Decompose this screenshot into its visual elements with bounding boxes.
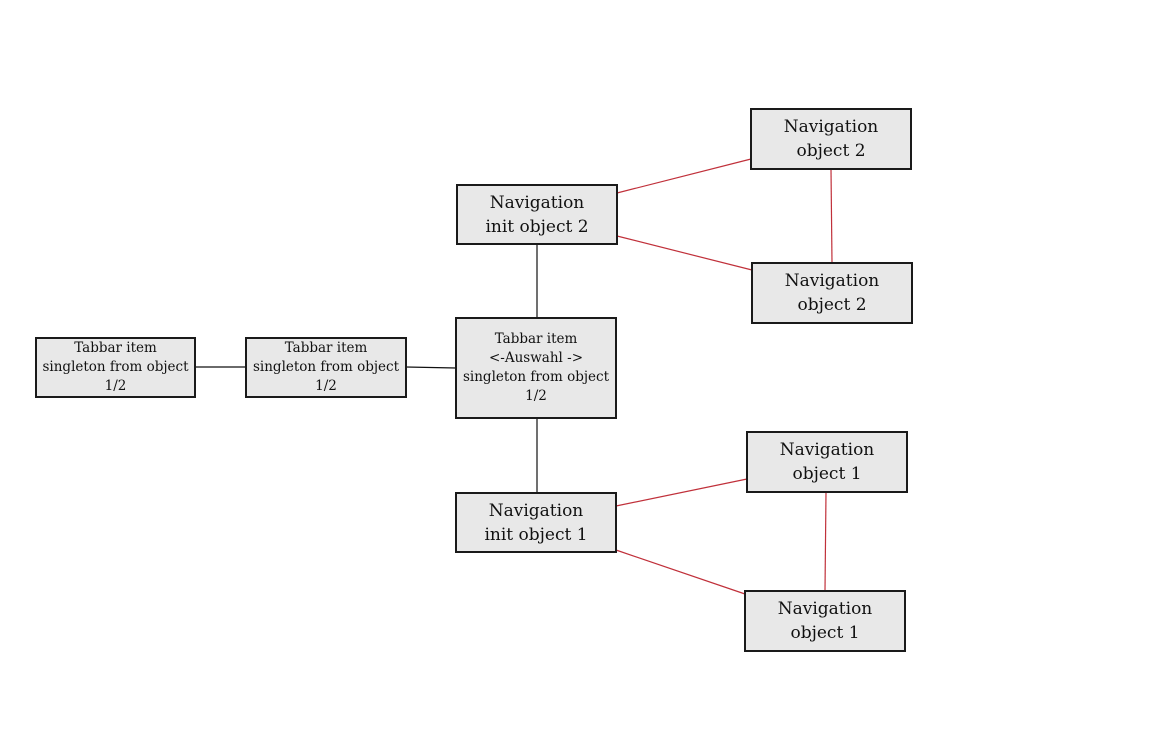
node-label: Navigation object 1 [779, 440, 875, 484]
node-nav-object-1-top[interactable]: Navigation object 1 [746, 431, 908, 493]
node-label: Tabbar item <-Auswahl -> singleton from … [462, 331, 610, 404]
node-label: Navigation object 2 [783, 117, 879, 161]
link-navinit1-navobj1bottom [615, 549, 746, 595]
node-label: Navigation object 1 [777, 599, 873, 643]
link-navobj1top-navobj1bottom [824, 491, 827, 592]
node-nav-init-2[interactable]: Navigation init object 2 [456, 184, 618, 245]
node-label: Tabbar item singleton from object 1/2 [252, 340, 400, 394]
node-nav-object-2-top[interactable]: Navigation object 2 [750, 108, 912, 170]
link-navinit2-navobj2top [616, 158, 752, 194]
node-tabbar-1[interactable]: Tabbar item singleton from object 1/2 [35, 337, 196, 398]
node-label: Navigation init object 1 [484, 500, 588, 545]
link-navobj2top-navobj2bottom [830, 168, 833, 264]
node-tabbar-2[interactable]: Tabbar item singleton from object 1/2 [245, 337, 407, 398]
node-nav-object-2-bottom[interactable]: Navigation object 2 [751, 262, 913, 324]
node-label: Tabbar item singleton from object 1/2 [42, 340, 189, 394]
node-label: Navigation object 2 [784, 271, 880, 315]
node-label: Navigation init object 2 [485, 192, 589, 237]
node-nav-init-1[interactable]: Navigation init object 1 [455, 492, 617, 553]
node-tabbar-select[interactable]: Tabbar item <-Auswahl -> singleton from … [455, 317, 617, 419]
link-navinit2-navobj2bottom [616, 235, 753, 271]
node-nav-object-1-bottom[interactable]: Navigation object 1 [744, 590, 906, 652]
link-tabbar2-tabbarselect [405, 366, 457, 369]
link-navinit1-navobj1top [615, 478, 748, 507]
